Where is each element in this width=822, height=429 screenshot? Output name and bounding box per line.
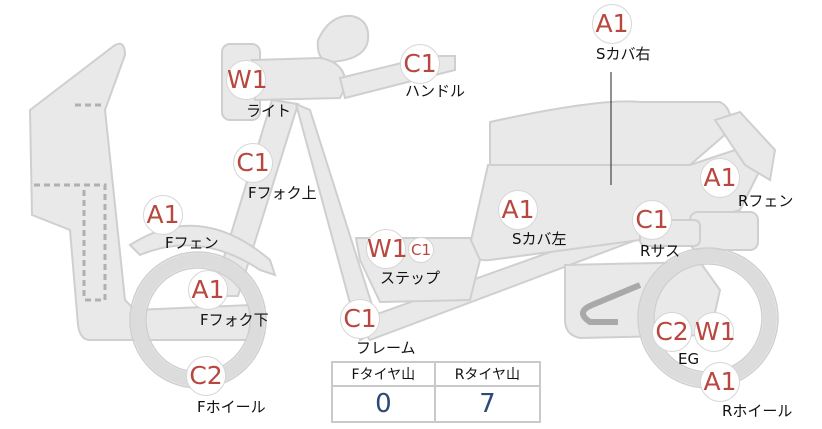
grade-badge-step: W1	[366, 229, 408, 269]
grade-badge-s-cover-right: A1	[592, 4, 632, 44]
label-r-fender: Rフェン	[738, 192, 794, 210]
label-f-fork-upper: Fフォク上	[248, 184, 317, 202]
label-r-wheel: Rホイール	[722, 402, 793, 420]
engine-rail	[580, 282, 642, 325]
label-frame: フレーム	[356, 339, 416, 357]
label-s-cover-left: Sカバ左	[512, 230, 567, 248]
grade-badge-r-suspension: C1	[632, 200, 672, 240]
grade-badge-f-fender: A1	[143, 195, 183, 235]
seam-line	[34, 183, 107, 302]
rear-tread-header: Rタイヤ山	[433, 361, 542, 387]
grade-badge-r-wheel: A1	[700, 362, 740, 402]
grade-badge-f-fork-lower: A1	[188, 270, 228, 310]
label-light: ライト	[246, 102, 292, 120]
grade-badge-handle: C1	[400, 44, 440, 84]
tire-tread-table: Fタイヤ山 Rタイヤ山 0 7	[331, 361, 542, 423]
grade-badge-s-cover-left: A1	[498, 190, 538, 230]
grade-badge-step-secondary: C1	[408, 237, 434, 263]
label-handle: ハンドル	[405, 82, 466, 100]
rear-tread-value: 7	[433, 385, 542, 423]
mirror	[316, 14, 370, 64]
label-step: ステップ	[380, 269, 441, 287]
grade-badge-r-fender: A1	[700, 158, 740, 198]
label-r-suspension: Rサス	[640, 242, 681, 260]
label-s-cover-right: Sカバ右	[596, 45, 651, 63]
grade-badge-engine-secondary: W1	[694, 312, 736, 352]
label-f-fork-lower: Fフォク下	[200, 311, 269, 329]
grade-badge-engine: C2	[652, 312, 692, 352]
handlebar-cowl	[250, 56, 348, 102]
grade-badge-f-wheel: C2	[186, 356, 226, 396]
rear-fender	[713, 110, 777, 182]
label-engine: EG	[678, 350, 700, 368]
grade-badge-light: W1	[226, 60, 268, 100]
grade-badge-f-fork-upper: C1	[233, 143, 273, 183]
front-tread-header: Fタイヤ山	[331, 361, 436, 387]
label-f-fender: Fフェン	[165, 234, 219, 252]
label-f-wheel: Fホイール	[197, 398, 266, 416]
grade-badge-frame: C1	[340, 299, 380, 339]
seat	[489, 100, 732, 170]
front-tread-value: 0	[331, 385, 436, 423]
